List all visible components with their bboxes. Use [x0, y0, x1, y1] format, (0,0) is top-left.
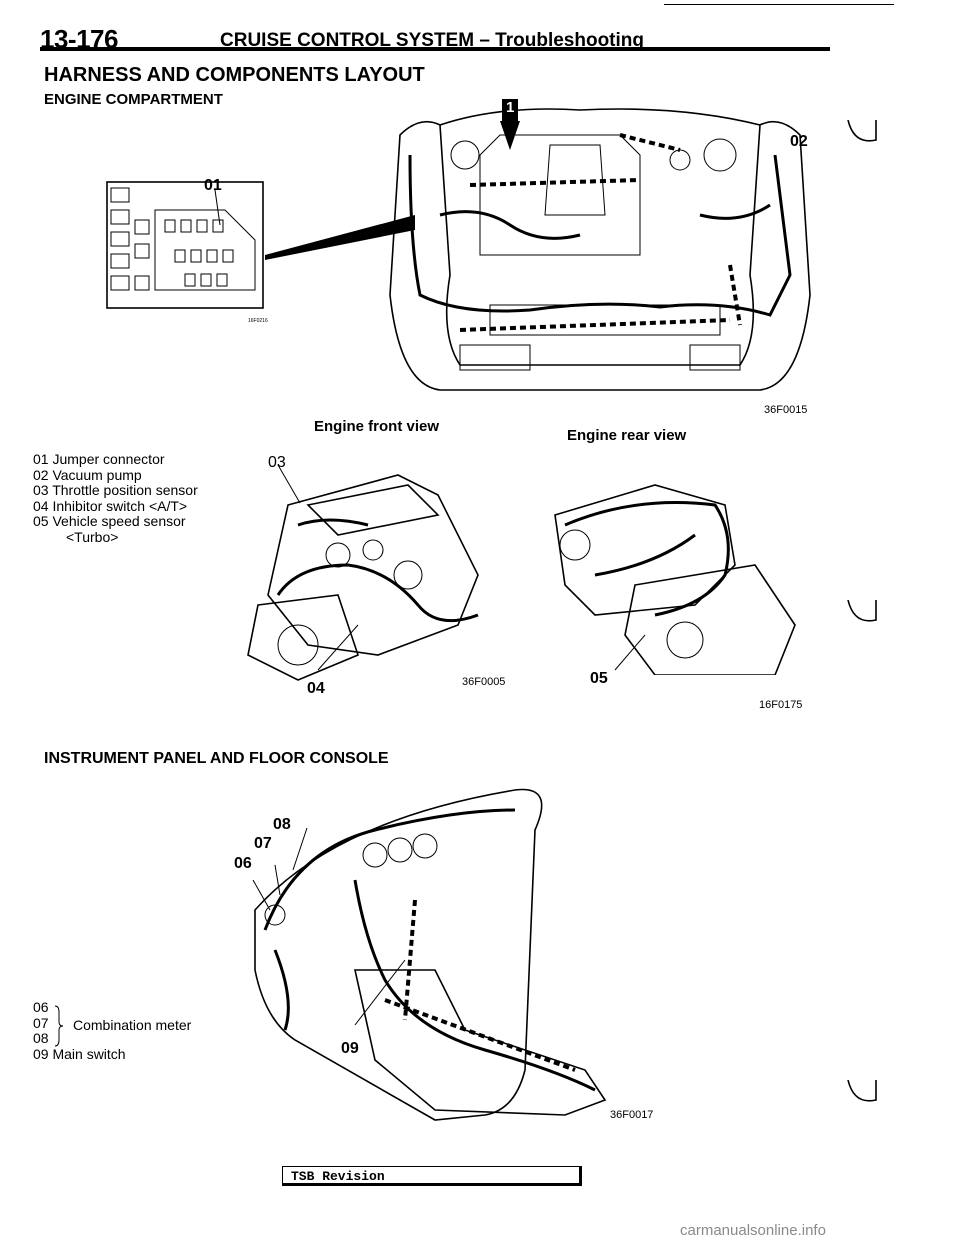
engine-front-view-diagram [247, 464, 479, 681]
legend-item: 03 Throttle position sensor [33, 482, 198, 498]
page-title: CRUISE CONTROL SYSTEM – Troubleshooting [220, 30, 645, 51]
legend-code: 06 [33, 999, 49, 1015]
legend-code: 08 [33, 1030, 49, 1046]
top-rule [664, 4, 894, 5]
instrument-panel-diagram [252, 788, 607, 1121]
instrument-legend: 06 07 08 09 Main switch [33, 999, 126, 1062]
engine-front-view-caption: Engine front view [314, 418, 440, 435]
legend-brace [54, 1005, 64, 1047]
watermark: carmanualsonline.info [680, 1222, 826, 1239]
callout-01: 01 [204, 177, 222, 194]
engine-legend: 01 Jumper connector 02 Vacuum pump 03 Th… [33, 451, 198, 545]
callout-06: 06 [234, 855, 252, 872]
inset-leader [265, 215, 415, 260]
engine-compartment-heading: ENGINE COMPARTMENT [44, 91, 223, 108]
callout-03: 03 [268, 454, 286, 471]
combination-meter-label: Combination meter [73, 1017, 192, 1033]
legend-item: 05 Vehicle speed sensor [33, 513, 186, 529]
figure-code-36F0005: 36F0005 [462, 676, 506, 688]
marker-1: 1 [506, 99, 515, 116]
legend-item-main-switch: 09 Main switch [33, 1045, 126, 1062]
engine-rear-view-caption: Engine rear view [567, 427, 687, 444]
legend-item: 01 Jumper connector [33, 451, 165, 467]
callout-02: 02 [790, 133, 808, 150]
legend-item: 02 Vacuum pump [33, 466, 142, 483]
callout-07: 07 [254, 835, 272, 852]
engine-compartment-diagram [389, 99, 811, 391]
instrument-panel-heading: INSTRUMENT PANEL AND FLOOR CONSOLE [44, 750, 389, 767]
figure-code-16F0175: 16F0175 [759, 699, 803, 711]
callout-05: 05 [590, 670, 608, 687]
tsb-revision-box: TSB Revision [282, 1166, 582, 1186]
callout-04: 04 [307, 680, 325, 697]
header-rule [40, 47, 830, 51]
legend-code: 07 [33, 1014, 49, 1031]
figure-code-36F0017: 36F0017 [610, 1109, 654, 1121]
callout-09: 09 [341, 1040, 359, 1057]
figure-code-36F0015: 36F0015 [764, 404, 808, 416]
callout-08: 08 [273, 816, 291, 833]
binder-marks [847, 119, 877, 1102]
jumper-connector-inset [106, 181, 264, 309]
legend-item: 04 Inhibitor switch <A/T> [33, 497, 188, 514]
section-heading: HARNESS AND COMPONENTS LAYOUT [44, 64, 425, 86]
inset-figure-code: 16F0216 [248, 318, 268, 324]
engine-rear-view-diagram [554, 484, 796, 675]
legend-item: <Turbo> [66, 528, 119, 545]
